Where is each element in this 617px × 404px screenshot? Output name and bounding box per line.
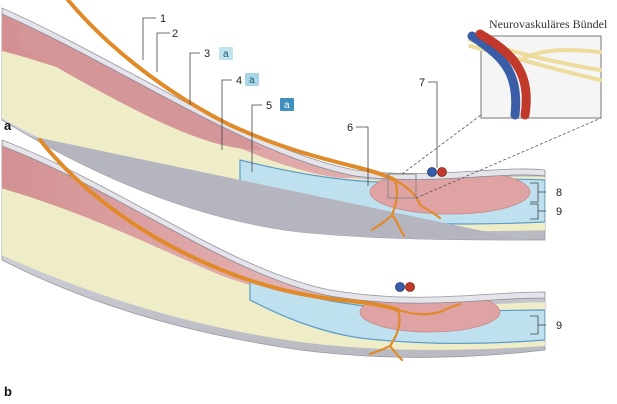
inset-zoom-line-2 bbox=[415, 117, 602, 199]
section-a-vein bbox=[427, 167, 437, 177]
bracket-8 bbox=[530, 182, 539, 203]
leader-1 bbox=[142, 17, 156, 60]
label-2: 2 bbox=[172, 28, 178, 40]
inset-zoom-line-1 bbox=[401, 114, 482, 175]
leader-2 bbox=[156, 32, 170, 72]
label-1: 1 bbox=[160, 13, 166, 25]
label-3: 3 bbox=[204, 48, 210, 60]
label-6: 6 bbox=[347, 122, 353, 134]
tag-4: a bbox=[249, 75, 255, 86]
label-9-a: 9 bbox=[556, 206, 562, 218]
leader-4 bbox=[221, 79, 232, 150]
section-b-nerve-branches bbox=[368, 302, 462, 362]
leader-7 bbox=[428, 81, 438, 168]
section-a-nerve bbox=[66, 0, 397, 182]
section-b-nerve bbox=[38, 138, 400, 312]
leader-lines bbox=[142, 17, 546, 335]
label-5: 5 bbox=[266, 100, 272, 112]
tag-5-bg bbox=[280, 98, 294, 111]
section-b-vein bbox=[395, 282, 405, 292]
panel-label-b: b bbox=[4, 384, 12, 399]
section-a-nerve-branches bbox=[370, 178, 442, 238]
tag-5: a bbox=[284, 100, 290, 111]
tag-4-bg bbox=[245, 73, 259, 86]
inset-title: Neurovaskuläres Bündel bbox=[489, 17, 608, 31]
inset-artery bbox=[475, 29, 531, 120]
label-9-b: 9 bbox=[556, 320, 562, 332]
section-a-artery bbox=[437, 167, 447, 177]
inset-vein bbox=[467, 31, 521, 120]
leader-5 bbox=[251, 104, 262, 172]
bracket-9a bbox=[530, 203, 539, 220]
label-4: 4 bbox=[236, 75, 242, 87]
label-8: 8 bbox=[556, 187, 562, 199]
leader-3 bbox=[189, 52, 200, 105]
tag-3: a bbox=[223, 49, 229, 60]
leader-6 bbox=[356, 126, 369, 186]
inset-neurovascular-bundle: Neurovaskuläres Bündel bbox=[401, 17, 608, 199]
section-b-artery bbox=[405, 282, 415, 292]
tag-3-bg bbox=[219, 47, 233, 60]
panel-label-a: a bbox=[4, 118, 12, 133]
label-7: 7 bbox=[419, 77, 425, 89]
labels: 1 2 3 4 5 6 7 8 9 9 a a a a b bbox=[4, 13, 562, 399]
section-b-fat-layer bbox=[2, 152, 545, 350]
